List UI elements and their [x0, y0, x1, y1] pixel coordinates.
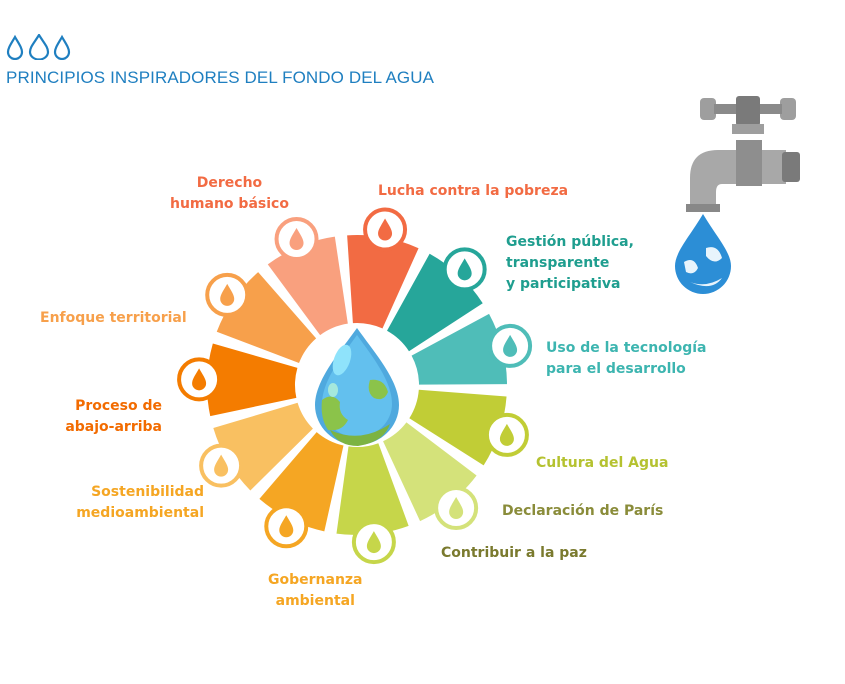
label-line: Uso de la tecnología [546, 340, 707, 356]
drop-badge-icon [434, 486, 479, 531]
principle-segment [409, 389, 507, 466]
label-proceso-abajo-arriba: Proceso de abajo-arriba [65, 396, 162, 438]
label-line: ambiental [275, 593, 355, 609]
label-contribuir-paz: Contribuir a la paz [441, 545, 587, 561]
label-cultura-agua: Cultura del Agua [536, 455, 669, 471]
label-line: Derecho [196, 175, 263, 191]
drop-badge-icon [363, 207, 408, 252]
faucet-icon [675, 96, 800, 294]
drop-badge-icon [199, 443, 244, 488]
principle-segment [267, 236, 348, 336]
label-enfoque-territorial: Enfoque territorial [40, 310, 187, 326]
drop-badge-icon [274, 217, 319, 262]
label-declaracion-paris: Declaración de París [502, 503, 664, 519]
water-drops-icon [6, 32, 72, 65]
label-derecho-humano: Derecho humano básico [170, 173, 289, 215]
label-gobernanza-ambiental: Gobernanza ambiental [268, 570, 363, 612]
principle-segment [411, 313, 507, 385]
label-line: Proceso de [75, 398, 162, 414]
label-sostenibilidad: Sostenibilidad medioambiental [76, 482, 204, 524]
drop-badge-icon [442, 247, 487, 292]
drop-badge-icon [205, 272, 250, 317]
label-line: para el desarrollo [546, 361, 686, 377]
label-line: y participativa [506, 276, 621, 292]
drop-badge-icon [351, 520, 396, 565]
earth-drop-icon [315, 328, 399, 446]
label-uso-tecnologia: Uso de la tecnología para el desarrollo [546, 338, 706, 380]
label-line: humano básico [170, 196, 289, 212]
principle-segment [336, 443, 409, 535]
drop-badge-icon [264, 504, 309, 549]
page-title: PRINCIPIOS INSPIRADORES DEL FONDO DEL AG… [6, 68, 435, 87]
label-line: medioambiental [76, 505, 204, 521]
label-lucha-pobreza: Lucha contra la pobreza [378, 183, 569, 199]
label-line: transparente [506, 255, 610, 271]
label-line: Sostenibilidad [91, 484, 204, 500]
label-line: Gestión pública, [506, 234, 634, 250]
principle-segment [347, 234, 419, 329]
drop-badge-icon [484, 412, 529, 457]
label-gestion-publica: Gestión pública, transparente y particip… [506, 232, 634, 295]
drop-badge-icon [177, 357, 222, 402]
label-line: abajo-arriba [65, 419, 162, 435]
drop-badge-icon [488, 323, 533, 368]
principle-segment [207, 343, 298, 417]
label-line: Gobernanza [268, 572, 363, 588]
